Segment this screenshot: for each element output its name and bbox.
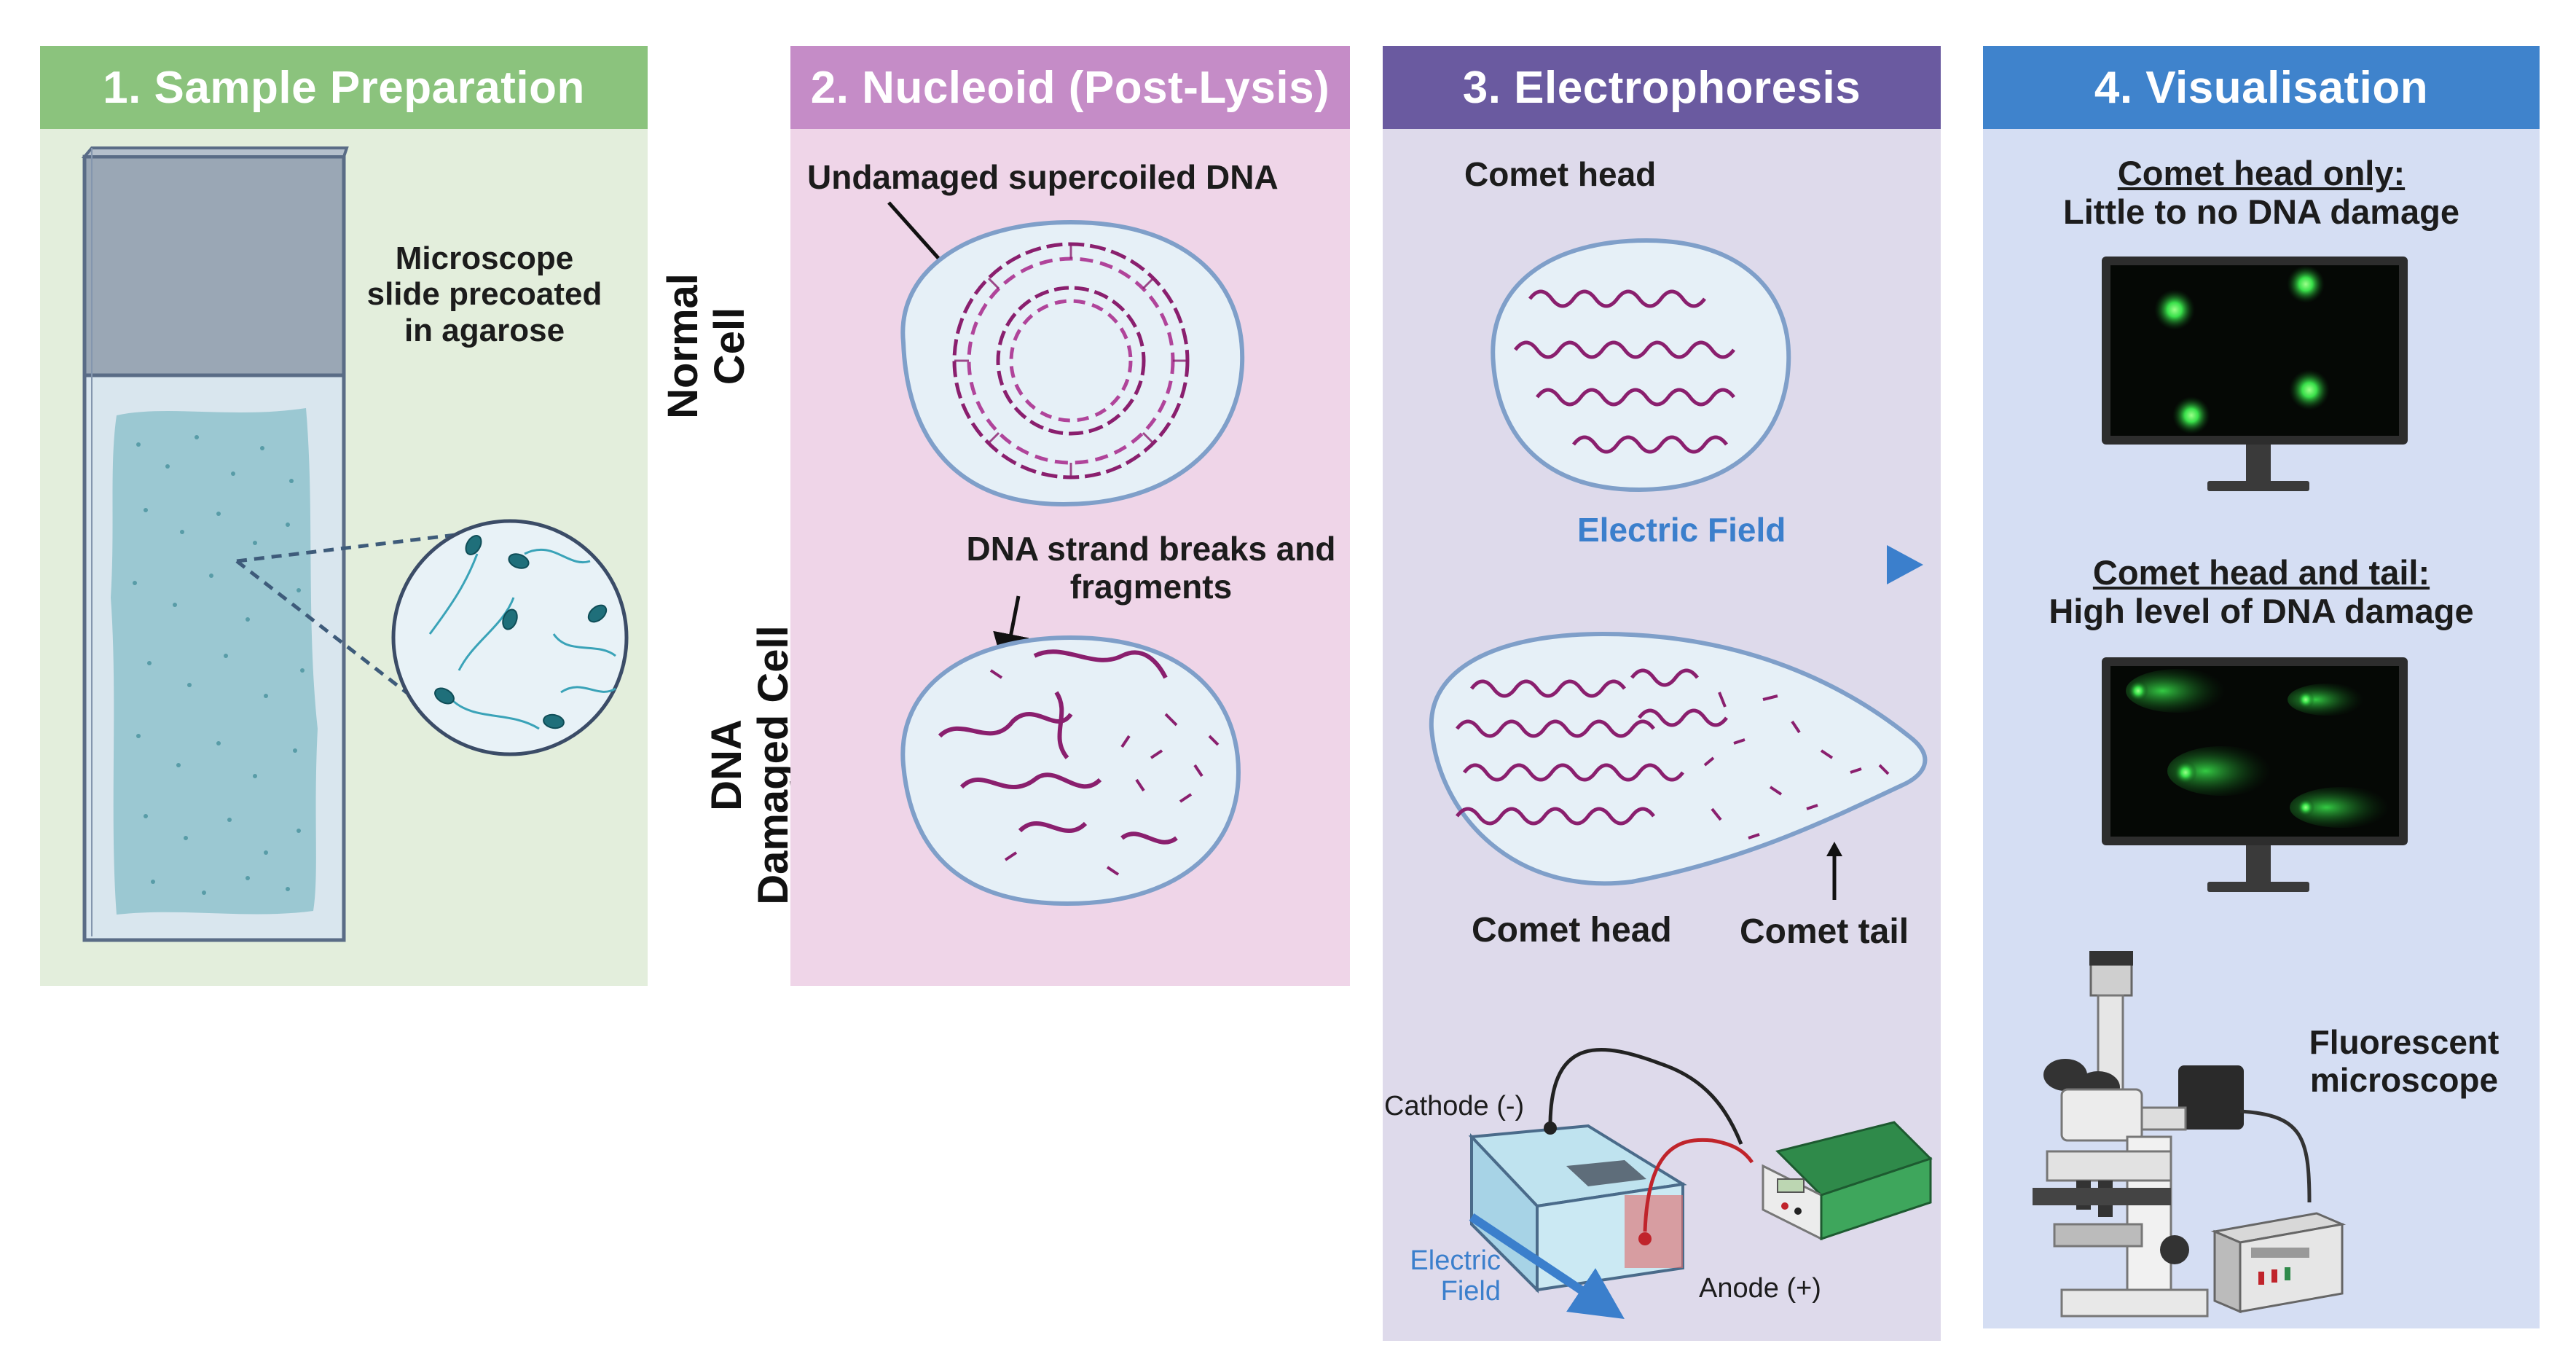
undamaged-dna-label: Undamaged supercoiled DNA — [807, 158, 1279, 196]
damaged-dna-label: DNA strand breaks and fragments — [962, 530, 1340, 606]
dna-fragments — [989, 669, 1220, 876]
microscope-label-line1: Fluorescent — [2309, 1023, 2500, 1061]
broken-dna-strands — [938, 649, 1178, 845]
monitor-head-and-tail — [2102, 657, 2408, 892]
cathode-wire — [1548, 1048, 1743, 1145]
sperm-cells — [428, 548, 616, 730]
comet-head-label-bottom: Comet head — [1472, 911, 1672, 950]
head-tail-title: Comet head and tail: — [2092, 553, 2430, 592]
cathode-label: Cathode (-) — [1384, 1091, 1525, 1122]
head-only-desc: Little to no DNA damage — [2063, 192, 2459, 231]
normal-nucleus — [900, 219, 1245, 507]
damaged-dna-label-line2: fragments — [1069, 567, 1233, 606]
panel-title-nucleoid: 2. Nucleoid (Post-Lysis) — [790, 46, 1350, 129]
electric-field-label: Electric Field — [1577, 511, 1786, 549]
comet-head-dna — [1514, 289, 1735, 454]
fluorescent-microscope — [2033, 951, 2312, 1318]
small-field-label-line2: Field — [1440, 1275, 1501, 1307]
comet-head-nucleus — [1491, 238, 1791, 493]
panel-title-electrophoresis: 3. Electrophoresis — [1383, 46, 1941, 129]
power-supply — [1762, 1121, 1933, 1241]
damaged-nucleus — [900, 635, 1241, 907]
head-only-block: Comet head only: Little to no DNA damage — [1983, 154, 2540, 231]
slide-label-line2: slide precoated — [366, 276, 602, 313]
panel-title-visualisation: 4. Visualisation — [1983, 46, 2540, 129]
agarose-speckles — [133, 435, 305, 895]
comet-with-tail — [1429, 631, 1928, 886]
small-field-arrow — [1469, 1213, 1625, 1319]
slide-label-line3: in agarose — [404, 312, 565, 348]
panel-nucleoid: 2. Nucleoid (Post-Lysis) — [790, 46, 1350, 986]
comet-tail-dna — [1456, 668, 1728, 826]
anode-wire — [1643, 1138, 1754, 1232]
head-tail-desc: High level of DNA damage — [2049, 591, 2474, 630]
small-field-label-line1: Electric — [1410, 1245, 1501, 1276]
head-tail-block: Comet head and tail: High level of DNA d… — [1983, 553, 2540, 630]
damaged-dna-label-line1: DNA strand breaks and — [966, 530, 1336, 568]
head-only-title: Comet head only: — [2117, 154, 2406, 192]
fluorescence-light-source — [2210, 1212, 2347, 1314]
comet-tail-label: Comet tail — [1740, 912, 1909, 951]
anode-label: Anode (+) — [1699, 1273, 1821, 1304]
slide-label: Microscope slide precoated in agarose — [357, 240, 612, 348]
comet-head-label-top: Comet head — [1464, 155, 1657, 193]
comet-tail-fragments — [1703, 692, 1890, 839]
microscope-label-line2: microscope — [2309, 1060, 2499, 1099]
panel-title-sample-preparation: 1. Sample Preparation — [40, 46, 648, 129]
slide-label-line1: Microscope — [395, 240, 574, 276]
monitor-head-only — [2102, 257, 2408, 491]
microscope-label: Fluorescent microscope — [2295, 1023, 2513, 1099]
small-field-label: Electric Field — [1405, 1245, 1501, 1307]
